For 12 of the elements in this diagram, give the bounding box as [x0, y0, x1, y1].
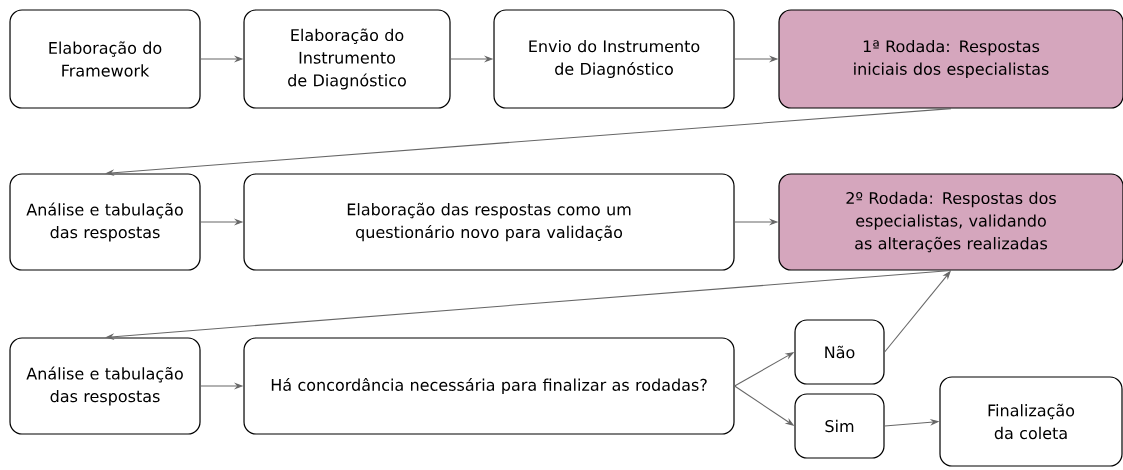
process-box: Análise e tabulação das respostas	[9, 337, 201, 435]
process-box: Elaboração do Framework	[9, 9, 201, 109]
highlighted-box: 1ª Rodada: Respostas iniciais dos especialistas	[778, 9, 1123, 109]
process-box: Elaboração das respostas como um questionário novo para validação	[243, 173, 735, 271]
process-box: Não	[794, 319, 885, 385]
process-box: Envio do Instrumento de Diagnóstico	[493, 9, 735, 109]
highlighted-box: 2º Rodada: Respostas dos especialistas, validando as alterações realizadas	[778, 173, 1123, 271]
process-box: Análise e tabulação das respostas	[9, 173, 201, 271]
process-box: Sim	[794, 393, 885, 459]
process-box: Elaboração do Instrumento de Diagnóstico	[243, 9, 451, 109]
process-box: Finalização da coleta	[939, 376, 1123, 467]
process-box: Há concordância necessária para finalizar as rodadas?	[243, 337, 735, 435]
